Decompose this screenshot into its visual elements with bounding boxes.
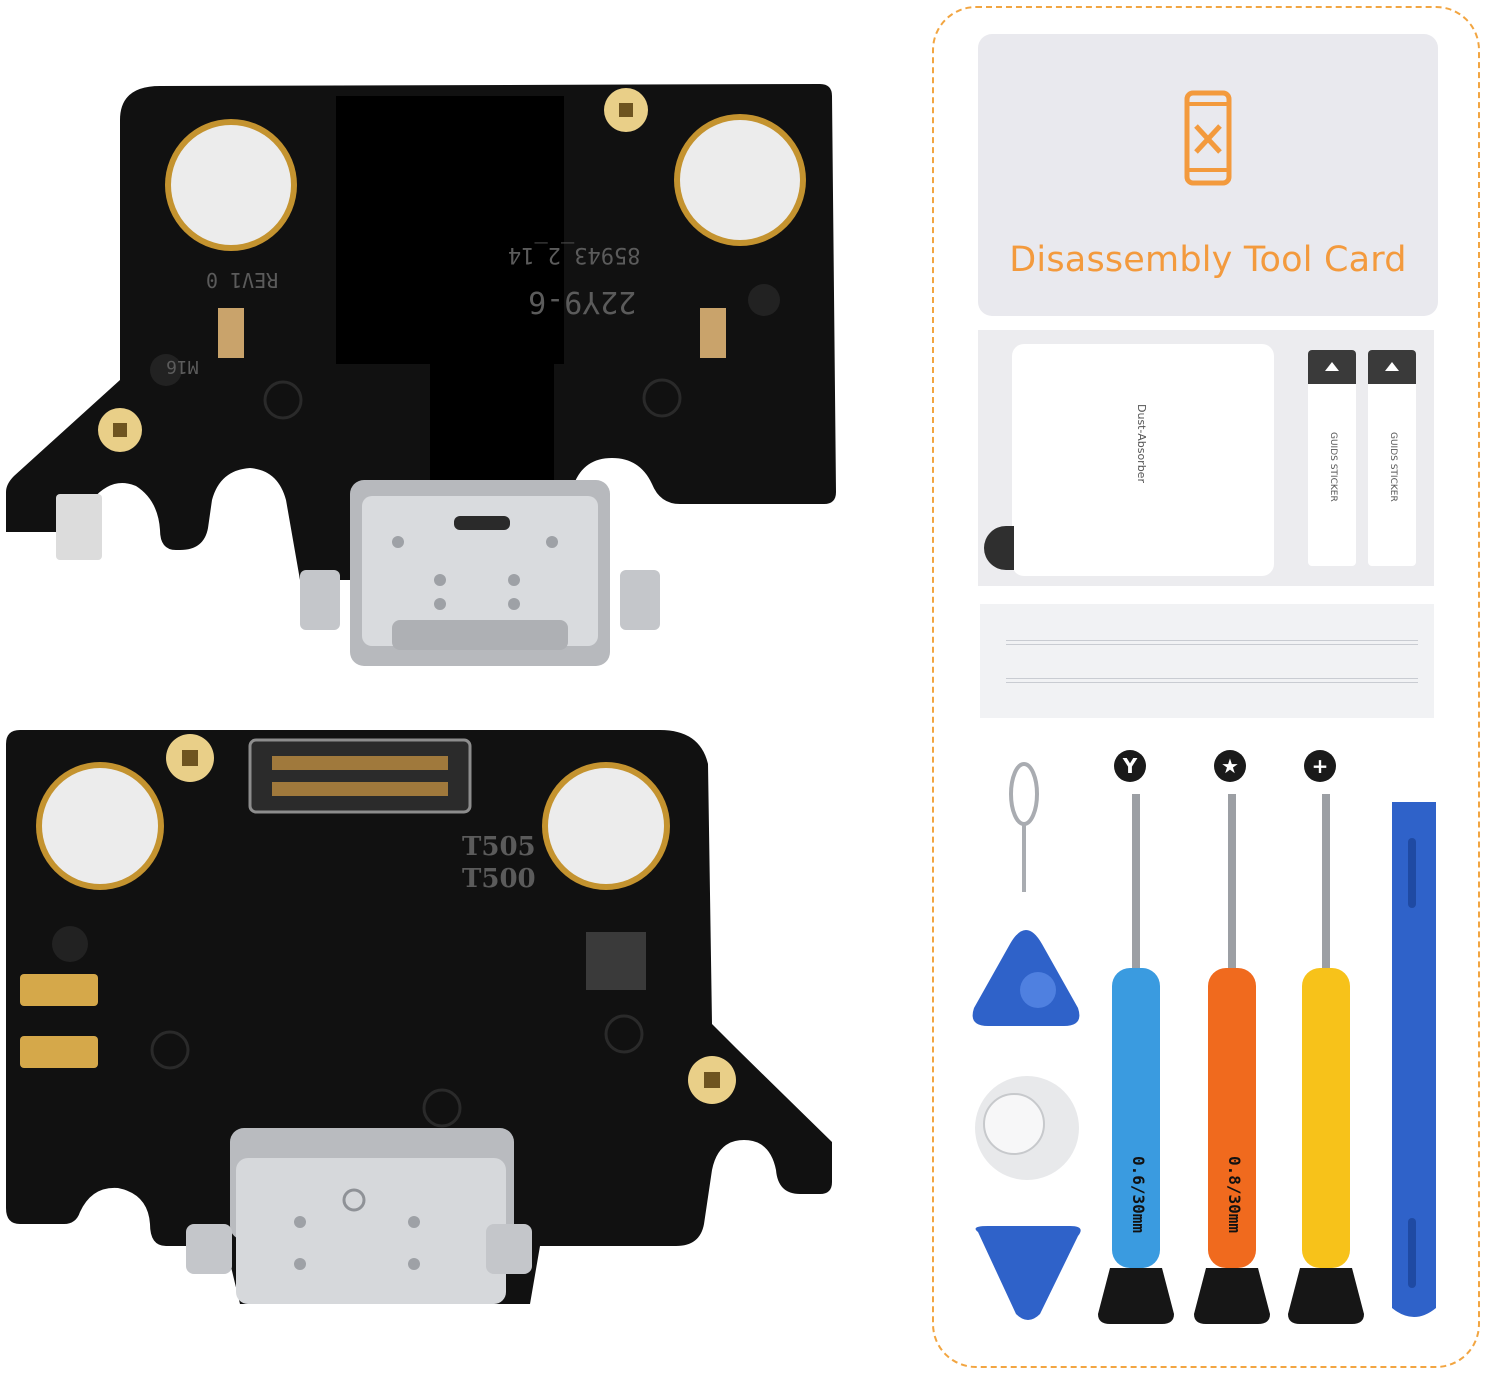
silkscreen-rev: REV1 0 bbox=[206, 268, 279, 292]
screwdriver-size-label: 0.6/30mm bbox=[1129, 1156, 1148, 1234]
accessory-kit-frame bbox=[932, 6, 1480, 1368]
screwdriver-pentalobe-icon bbox=[1192, 794, 1272, 1329]
guide-sticker-label: GUIDS STICKER bbox=[1388, 432, 1398, 502]
adhesive-sticker-sheet: Dust-Absorber GUIDS STICKER GUIDS STICKE… bbox=[978, 330, 1434, 586]
suction-cup-icon bbox=[970, 1076, 1084, 1185]
pentalobe-bit-icon: ★ bbox=[1214, 750, 1246, 782]
triangle-pry-pick-icon bbox=[970, 1222, 1086, 1331]
phone-repair-icon bbox=[1184, 90, 1232, 191]
dust-absorber-label: Dust-Absorber bbox=[1135, 404, 1148, 483]
silkscreen-date-code: 22Y9-6 bbox=[528, 284, 637, 319]
guide-sticker-1: GUIDS STICKER bbox=[1308, 350, 1356, 566]
guide-sticker-2: GUIDS STICKER bbox=[1368, 350, 1416, 566]
charging-port-board-top: M16 REV1 0 85943_2_14 22Y9-6 bbox=[0, 80, 840, 680]
tape-strip-edge bbox=[1006, 640, 1418, 641]
phillips-bit-icon: + bbox=[1304, 750, 1336, 782]
tri-wing-bit-icon: Y bbox=[1114, 750, 1146, 782]
tool-card-title: Disassembly Tool Card bbox=[1009, 240, 1407, 280]
tape-strip-edge bbox=[1006, 678, 1418, 679]
silkscreen-t505: T505 bbox=[462, 832, 536, 862]
tape-strip-edge bbox=[1006, 644, 1418, 645]
silkscreen-m16: M16 bbox=[166, 356, 199, 377]
dust-absorber-sticker: Dust-Absorber bbox=[1012, 344, 1274, 576]
silkscreen-part-number: 85943_2_14 bbox=[508, 242, 641, 267]
disassembly-tool-card: Disassembly Tool Card bbox=[978, 34, 1438, 316]
sheet-tab-corner bbox=[984, 526, 1014, 570]
screwdriver-size-label: 0.8/30mm bbox=[1225, 1156, 1244, 1234]
screwdriver-tri-wing-icon bbox=[1096, 794, 1176, 1329]
peel-tab-icon bbox=[1308, 350, 1356, 384]
guide-sticker-label: GUIDS STICKER bbox=[1328, 432, 1338, 502]
screwdriver-phillips-icon bbox=[1286, 794, 1366, 1329]
pry-bar-spudger-icon bbox=[1388, 798, 1440, 1331]
sim-ejector-pin-icon bbox=[1004, 758, 1044, 899]
tape-strip-edge bbox=[1006, 682, 1418, 683]
charging-port-board-bottom: T505 T500 bbox=[0, 724, 840, 1324]
triangle-pry-pick-icon bbox=[968, 926, 1084, 1035]
adhesive-tape-strips bbox=[980, 604, 1434, 718]
silkscreen-t500: T500 bbox=[462, 864, 536, 894]
peel-tab-icon bbox=[1368, 350, 1416, 384]
